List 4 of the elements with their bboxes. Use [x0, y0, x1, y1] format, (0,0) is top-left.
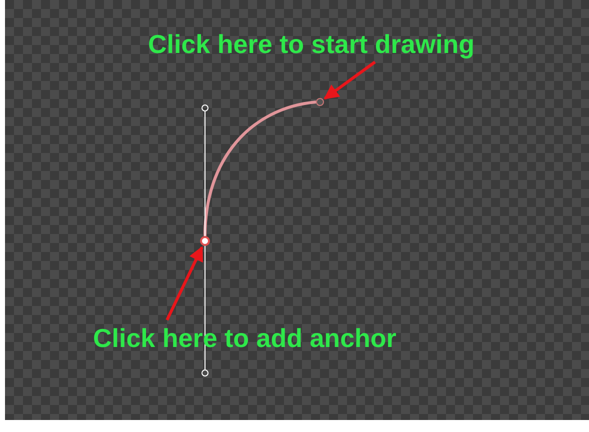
instruction-text: Click here to start drawing [148, 28, 475, 60]
arrow [324, 60, 376, 100]
bezier-curve [204, 100, 316, 236]
arrow [166, 246, 204, 321]
